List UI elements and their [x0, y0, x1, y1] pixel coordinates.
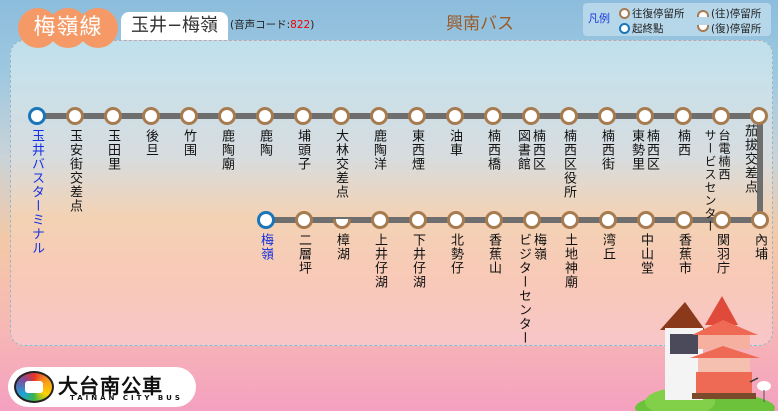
stop-name[interactable]: 茄拔交差点	[742, 124, 757, 194]
stop-name[interactable]: 楠西橋	[485, 129, 500, 171]
temple-illustration-icon	[635, 296, 775, 411]
tainan-city-bus-logo: 大台南公車 TAINAN CITY BUS	[10, 369, 194, 405]
return-stop-icon	[697, 25, 709, 32]
route-line-top	[37, 113, 760, 119]
stop-name[interactable]: 楠西街	[599, 129, 614, 171]
stop-marker[interactable]	[485, 211, 503, 229]
stop-marker[interactable]	[522, 107, 540, 125]
stop-name[interactable]: 楠西区役所	[561, 129, 576, 199]
stop-marker[interactable]	[674, 107, 692, 125]
stop-marker[interactable]	[142, 107, 160, 125]
stop-marker[interactable]	[180, 107, 198, 125]
round-trip-stop-icon	[619, 8, 630, 19]
stop-name[interactable]: 竹围	[181, 129, 196, 157]
stop-marker[interactable]	[447, 211, 465, 229]
stop-name[interactable]: 東西煙	[409, 129, 424, 171]
stop-marker[interactable]	[713, 211, 731, 229]
stop-name[interactable]: 香蕉市	[676, 233, 691, 275]
stop-marker[interactable]	[256, 107, 274, 125]
legend-terminal: 起終點	[619, 21, 664, 36]
operator-name: 興南バス	[446, 14, 514, 34]
stop-name[interactable]: 楠西区 図書館	[515, 129, 545, 171]
stop-marker[interactable]	[598, 107, 616, 125]
stop-marker[interactable]	[294, 107, 312, 125]
stop-name[interactable]: 鹿陶	[257, 129, 272, 157]
stop-name[interactable]: 楠西	[675, 129, 690, 157]
stop-marker[interactable]	[218, 107, 236, 125]
stop-name[interactable]: 鹿陶洋	[371, 129, 386, 171]
legend-round-trip: 往復停留所	[619, 6, 685, 21]
stop-marker[interactable]	[560, 107, 578, 125]
rainbow-logo-icon	[14, 371, 54, 403]
stop-marker[interactable]	[408, 107, 426, 125]
stop-marker[interactable]	[523, 211, 541, 229]
legend-outbound: (往)停留所	[697, 6, 761, 21]
stop-name[interactable]: 埔頭子	[295, 129, 310, 171]
stop-marker[interactable]	[712, 107, 730, 125]
stop-name[interactable]: 香蕉山	[486, 233, 501, 275]
stop-marker[interactable]	[561, 211, 579, 229]
stop-name[interactable]: 後旦	[143, 129, 158, 157]
terminal-stop-icon	[619, 23, 630, 34]
stop-marker-return-only[interactable]	[333, 219, 351, 229]
stop-name[interactable]: 內埔	[752, 233, 767, 261]
stop-name[interactable]: 油車	[447, 129, 462, 157]
stop-name[interactable]: 湾丘	[600, 233, 615, 261]
stop-name[interactable]: 二層坪	[296, 233, 311, 275]
legend-return: (復)停留所	[697, 21, 761, 36]
route-line-right	[757, 116, 763, 221]
stop-name[interactable]: 関羽庁	[714, 233, 729, 275]
route-tab[interactable]: 玉井−梅嶺	[121, 12, 228, 40]
legend-title: 凡例	[588, 12, 610, 25]
stop-marker[interactable]	[104, 107, 122, 125]
stop-marker[interactable]	[28, 107, 46, 125]
stop-marker[interactable]	[750, 107, 768, 125]
stop-name[interactable]: 玉田里	[105, 129, 120, 171]
stop-marker[interactable]	[751, 211, 769, 229]
stop-marker[interactable]	[484, 107, 502, 125]
stop-name[interactable]: 樟湖	[334, 233, 349, 261]
stop-name[interactable]: 下井仔湖	[410, 233, 425, 289]
route-panel	[10, 40, 773, 346]
route-name-badge: 梅嶺線	[18, 8, 118, 48]
stop-name[interactable]: 梅嶺	[258, 233, 273, 261]
stop-name[interactable]: 北勢仔	[448, 233, 463, 275]
stop-name[interactable]: 玉井バスターミナル	[29, 129, 44, 255]
stop-name[interactable]: 大林交差点	[333, 129, 348, 199]
stop-marker[interactable]	[636, 107, 654, 125]
stop-marker[interactable]	[599, 211, 617, 229]
stop-name[interactable]: 中山堂	[638, 233, 653, 275]
outbound-stop-icon	[697, 10, 709, 17]
stop-name[interactable]: 土地神廟	[562, 233, 577, 289]
voice-code-number: 822	[290, 19, 311, 31]
stop-marker[interactable]	[370, 107, 388, 125]
stop-marker[interactable]	[257, 211, 275, 229]
stop-name[interactable]: 台電楠西 サービスセンター	[703, 129, 731, 233]
voice-code: (音声コード:822)	[230, 19, 315, 31]
stop-name[interactable]: 梅嶺 ビジターセンター	[516, 233, 546, 345]
stop-name[interactable]: 玉安街交差点	[67, 129, 82, 213]
stop-marker[interactable]	[371, 211, 389, 229]
stop-marker[interactable]	[332, 107, 350, 125]
stop-name[interactable]: 上井仔湖	[372, 233, 387, 289]
stop-marker[interactable]	[66, 107, 84, 125]
route-line-bottom	[266, 217, 760, 223]
legend: 凡例 往復停留所 (往)停留所 起終點 (復)停留所	[583, 3, 771, 36]
stop-marker[interactable]	[409, 211, 427, 229]
stop-marker[interactable]	[675, 211, 693, 229]
stop-name[interactable]: 楠西区 東勢里	[629, 129, 659, 171]
stop-name[interactable]: 鹿陶廟	[219, 129, 234, 171]
route-name: 梅嶺線	[33, 15, 103, 40]
stop-marker[interactable]	[446, 107, 464, 125]
stop-marker[interactable]	[295, 211, 313, 229]
stop-marker[interactable]	[637, 211, 655, 229]
